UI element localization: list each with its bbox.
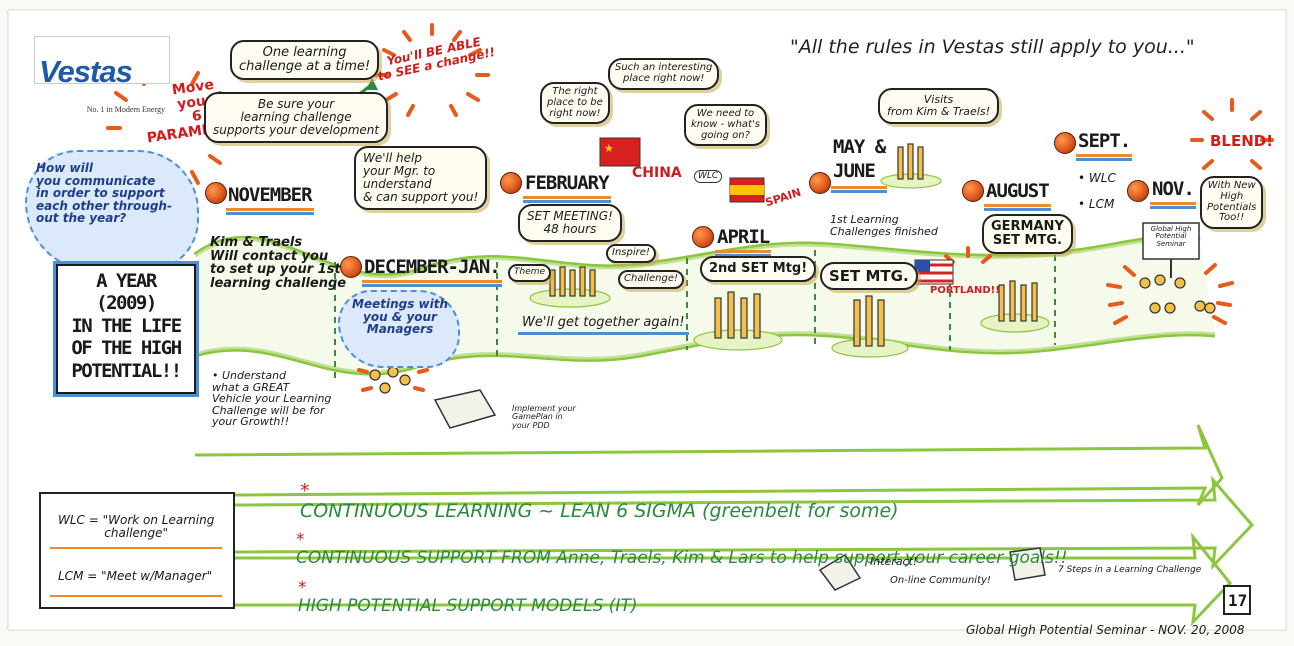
dot-november: [205, 182, 227, 204]
bubble-second-mtg: 2nd SET Mtg!: [700, 256, 817, 283]
title-text: A YEAR (2009) IN THE LIFE OF THE HIGH PO…: [71, 270, 182, 382]
dot-february: [500, 172, 522, 194]
bubble-one-learning: One learning challenge at a time!: [230, 40, 380, 81]
asterisk-icon: *: [296, 529, 305, 550]
communicate-question: How will you communicate in order to sup…: [36, 161, 172, 226]
finished-note: 1st Learning Challenges finished: [830, 213, 938, 238]
people-icons: [369, 143, 1216, 394]
kim-traels-note: Kim & Traels Will contact you to set up …: [210, 235, 347, 291]
dot-august: [962, 180, 984, 202]
bubble-visits: Visits from Kim & Traels!: [878, 88, 999, 124]
meetings-note: Meetings with you & your Managers: [352, 297, 448, 337]
flag-spain: [729, 177, 765, 203]
wlc-tag: WLC: [694, 170, 723, 184]
bubble-set-meeting: SET MEETING! 48 hours: [518, 204, 622, 242]
arrow-text-continuous-learning: * CONTINUOUS LEARNING ~ LEAN 6 SIGMA (gr…: [300, 479, 899, 522]
china-label: CHINA: [632, 165, 682, 181]
month-may-june: MAY & JUNE: [831, 136, 888, 192]
dot-nov: [1127, 180, 1149, 202]
legend-lcm: LCM = "Meet w/Manager": [58, 569, 213, 583]
meetings-cloud: [338, 290, 460, 368]
month-april: APRIL: [715, 226, 772, 257]
bubble-germany: GERMANY SET MTG.: [982, 214, 1073, 255]
communicate-cloud: [25, 150, 199, 272]
legend-box: [39, 492, 235, 609]
arrow-text-continuous-support: * CONTINUOUS SUPPORT FROM Anne, Traels, …: [296, 529, 1068, 568]
dot-april: [692, 226, 714, 248]
interact-note: Interact!: [870, 555, 918, 568]
flag-usa: [914, 259, 954, 285]
seminar-sign: Global High Potential Seminar: [1150, 225, 1192, 248]
long-arrows: [194, 424, 1255, 627]
laptop-icons: [433, 389, 1046, 591]
month-nov: NOV.: [1150, 178, 1196, 209]
together-note: We'll get together again!: [518, 314, 689, 335]
bubble-theme: Theme: [508, 264, 552, 282]
portland-label: PORTLAND!!: [930, 285, 1000, 296]
dot-june: [809, 172, 831, 194]
bubble-right-place: The right place to be right now!: [540, 82, 610, 125]
seven-steps-note: 7 Steps in a Learning Challenge: [1058, 565, 1202, 575]
legend-wlc: WLC = "Work on Learning challenge": [58, 513, 215, 540]
dot-sept: [1054, 132, 1076, 154]
page-number: 17: [1228, 591, 1248, 610]
bubble-challenge: Challenge!: [618, 270, 685, 289]
svg-text:★: ★: [604, 142, 614, 155]
bubble-well-help: We'll help your Mgr. to understand & can…: [354, 146, 488, 210]
asterisk-icon: *: [298, 577, 307, 598]
vestas-logo: Vestas No. 1 in Modern Energy: [34, 36, 170, 114]
month-december-jan: DECEMBER-JAN.: [362, 256, 502, 287]
month-august: AUGUST: [984, 180, 1051, 211]
asterisk-icon: *: [300, 479, 310, 502]
flag-china: ★: [599, 137, 641, 167]
bubble-need-to-know: We need to know - what's going on?: [684, 104, 767, 147]
month-november: NOVEMBER: [226, 184, 314, 215]
bubble-interesting: Such an interesting place right now!: [608, 58, 720, 90]
understand-note: • Understand what a GREAT Vehicle your L…: [212, 369, 332, 429]
community-note: On-line Community!: [890, 575, 991, 586]
bubble-set-mtg-june: SET MTG.: [820, 262, 918, 291]
blend-label: BLEND!: [1210, 132, 1274, 150]
sept-wlc: • WLC: [1078, 171, 1116, 185]
footer-caption: Global High Potential Seminar - NOV. 20,…: [966, 623, 1245, 637]
bubble-inspire: Inspire!: [606, 244, 656, 263]
bubble-be-sure: Be sure your learning challenge supports…: [204, 92, 389, 143]
dot-december: [340, 256, 362, 278]
header-quote: "All the rules in Vestas still apply to …: [790, 36, 1195, 58]
title-box: [56, 264, 196, 394]
month-february: FEBRUARY: [523, 172, 611, 203]
arrow-text-support-models: * HIGH POTENTIAL SUPPORT MODELS (IT): [298, 577, 638, 616]
implement-note: Implement your GamePlan in your PDD: [512, 404, 576, 430]
bubble-new-hp: With New High Potentials Too!!: [1200, 176, 1264, 230]
logo-brand: Vestas: [39, 53, 133, 89]
sept-lcm: • LCM: [1078, 197, 1115, 211]
month-sept: SEPT.: [1076, 130, 1133, 161]
logo-tagline: No. 1 in Modern Energy: [86, 104, 165, 114]
